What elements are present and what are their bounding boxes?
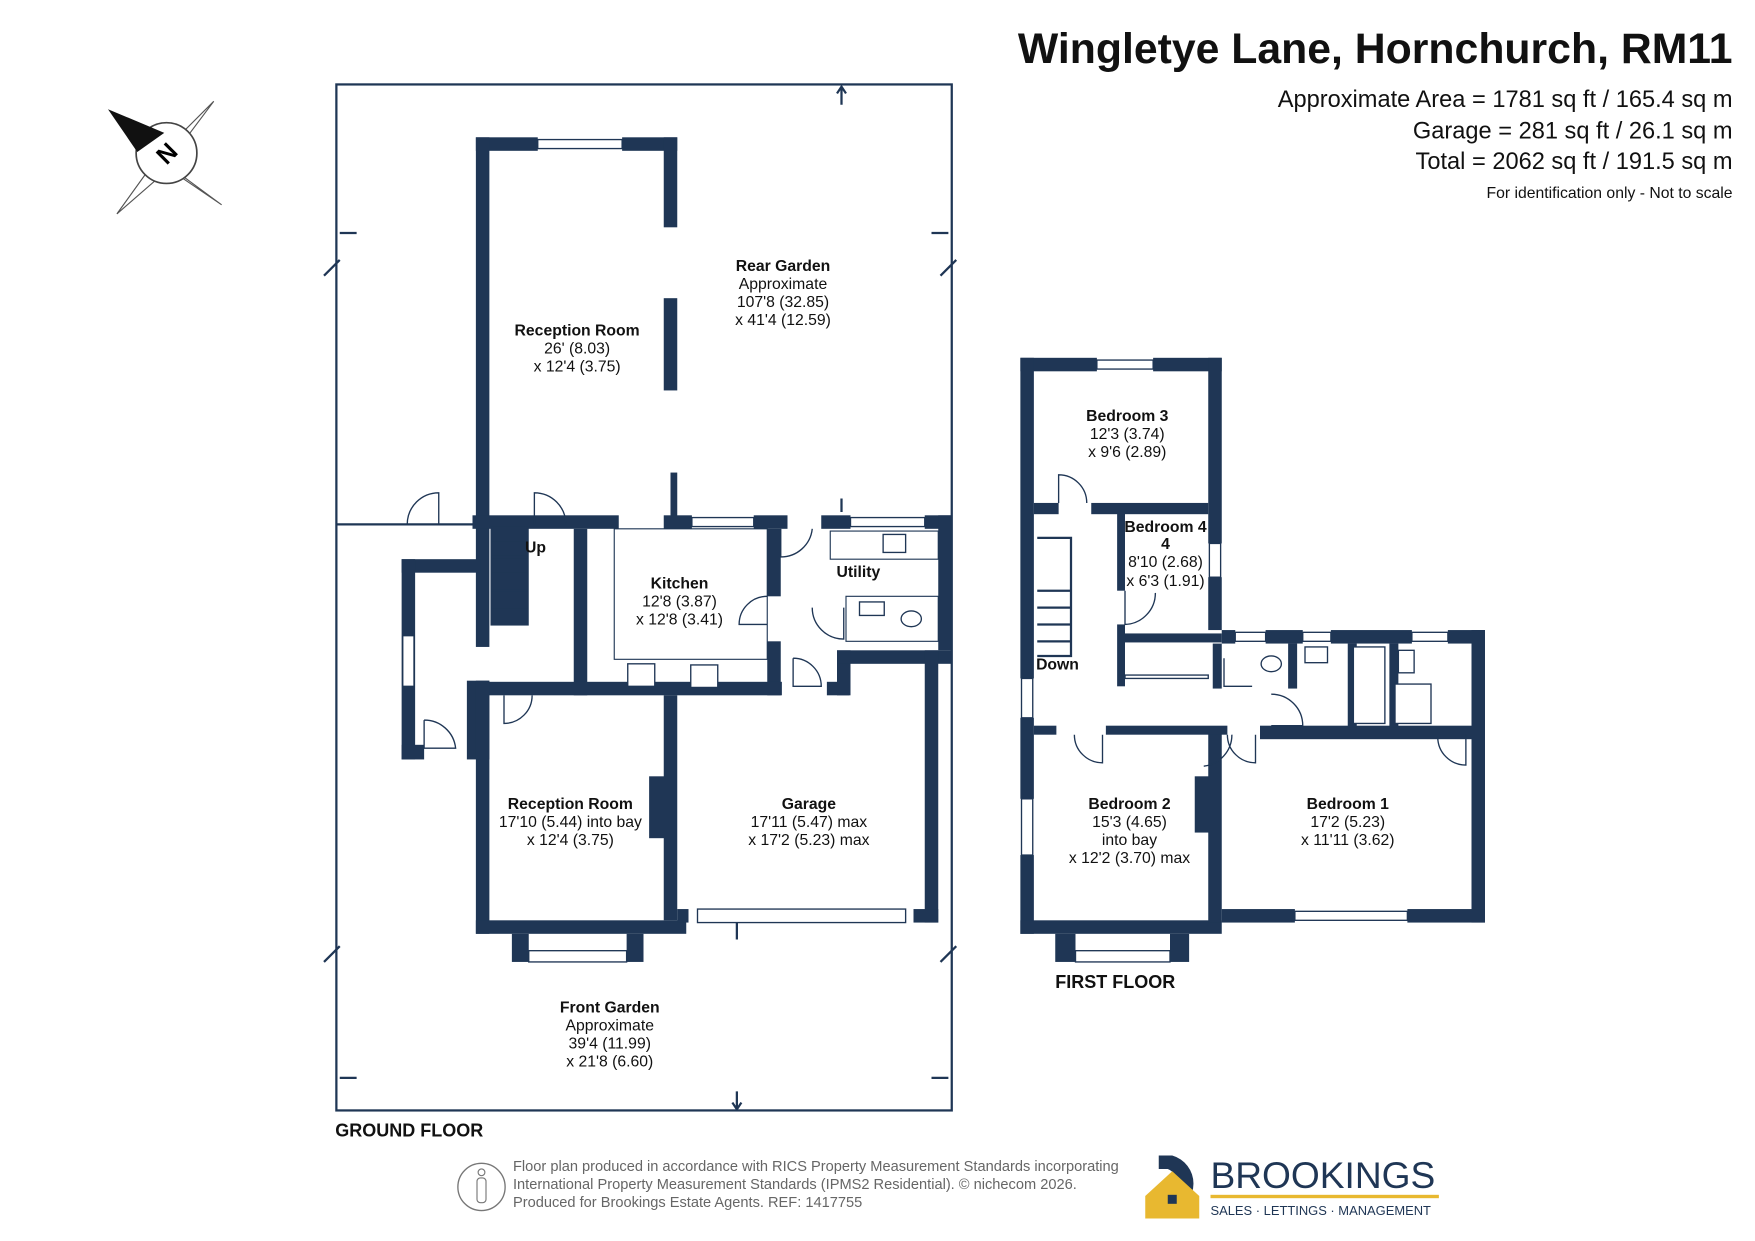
svg-text:Approximate: Approximate	[739, 276, 828, 293]
footer-line: International Property Measurement Stand…	[513, 1177, 1077, 1193]
svg-text:Bedroom 4: Bedroom 4	[1124, 519, 1207, 536]
door-swings-first	[1057, 474, 1467, 767]
basin-icon	[1397, 649, 1415, 674]
room-label-bedroom-3: Bedroom 3 12'3 (3.74) x 9'6 (2.89)	[1086, 408, 1169, 461]
svg-text:39'4 (11.99): 39'4 (11.99)	[569, 1036, 651, 1053]
svg-text:Bedroom 1: Bedroom 1	[1307, 796, 1390, 813]
stairs-icon	[491, 538, 528, 609]
person-scale-icon	[457, 1162, 506, 1212]
svg-text:Garage: Garage	[782, 796, 837, 813]
svg-text:x 41'4 (12.59): x 41'4 (12.59)	[735, 312, 831, 329]
ground-floor-walls	[401, 137, 952, 963]
svg-text:x 17'2 (5.23) max: x 17'2 (5.23) max	[748, 832, 869, 849]
footer-line: Floor plan produced in accordance with R…	[513, 1159, 1119, 1175]
svg-text:x 21'8 (6.60): x 21'8 (6.60)	[566, 1054, 653, 1071]
svg-text:Bedroom 2: Bedroom 2	[1088, 796, 1171, 813]
toilet-icon	[1260, 655, 1283, 673]
stairs-icon	[1037, 536, 1073, 658]
hob-icon	[627, 663, 656, 687]
area-line: Approximate Area = 1781 sq ft / 165.4 sq…	[1278, 87, 1733, 113]
room-label-rear-garden: Rear Garden Approximate 107'8 (32.85) x …	[735, 258, 831, 329]
room-label-bedroom-2: Bedroom 2 15'3 (4.65) into bay x 12'2 (3…	[1069, 796, 1190, 867]
basin-icon	[858, 601, 885, 617]
compass-icon: N	[108, 100, 222, 215]
svg-text:x 11'11 (3.62): x 11'11 (3.62)	[1301, 832, 1394, 849]
bath-icon	[1352, 646, 1386, 725]
area-line: Garage = 281 sq ft / 26.1 sq m	[1413, 118, 1733, 144]
toilet-icon	[900, 610, 923, 628]
svg-text:Front Garden: Front Garden	[560, 1000, 660, 1017]
svg-text:4: 4	[1161, 536, 1170, 553]
shower-icon	[1394, 683, 1432, 725]
room-label-utility: Utility	[836, 564, 880, 581]
room-label-bedroom-4: Bedroom 4 4 8'10 (2.68) x 6'3 (1.91)	[1124, 519, 1207, 590]
first-floor-fixtures	[1037, 536, 1432, 725]
svg-text:x 9'6 (2.89): x 9'6 (2.89)	[1088, 444, 1166, 461]
room-label-garage: Garage 17'11 (5.47) max x 17'2 (5.23) ma…	[748, 796, 869, 849]
svg-text:15'3 (4.65): 15'3 (4.65)	[1092, 814, 1167, 831]
svg-text:x 12'4 (3.75): x 12'4 (3.75)	[527, 832, 614, 849]
stairs-up-label: Up	[525, 539, 546, 556]
room-label-kitchen: Kitchen 12'8 (3.87) x 12'8 (3.41)	[636, 575, 723, 628]
first-floor-walls	[1020, 357, 1485, 963]
kitchen-fixtures	[491, 528, 939, 689]
ground-floor-label: GROUND FLOOR	[335, 1120, 483, 1140]
svg-text:x 12'8 (3.41): x 12'8 (3.41)	[636, 611, 723, 628]
svg-text:107'8 (32.85): 107'8 (32.85)	[737, 294, 829, 311]
room-label-reception-rear: Reception Room 26' (8.03) x 12'4 (3.75)	[515, 322, 640, 375]
svg-text:17'11 (5.47) max: 17'11 (5.47) max	[751, 814, 868, 831]
disclaimer: For identification only - Not to scale	[1487, 185, 1733, 202]
room-label-bedroom-1: Bedroom 1 17'2 (5.23) x 11'11 (3.62)	[1301, 796, 1394, 849]
svg-text:into bay: into bay	[1102, 832, 1157, 849]
area-line: Total = 2062 sq ft / 191.5 sq m	[1416, 149, 1733, 175]
svg-text:Rear Garden: Rear Garden	[736, 258, 831, 275]
svg-text:26' (8.03): 26' (8.03)	[544, 340, 610, 357]
first-floor-label: FIRST FLOOR	[1055, 972, 1175, 992]
property-title: Wingletye Lane, Hornchurch, RM11	[1018, 25, 1733, 73]
svg-text:Reception Room: Reception Room	[515, 322, 640, 339]
svg-text:x 6'3 (1.91): x 6'3 (1.91)	[1126, 573, 1204, 590]
room-label-front-garden: Front Garden Approximate 39'4 (11.99) x …	[560, 1000, 660, 1071]
svg-text:Reception Room: Reception Room	[508, 796, 633, 813]
svg-text:Bedroom 3: Bedroom 3	[1086, 408, 1169, 425]
sink-icon	[690, 664, 719, 689]
svg-text:Approximate: Approximate	[566, 1018, 655, 1035]
svg-text:12'3 (3.74): 12'3 (3.74)	[1090, 426, 1165, 443]
stairs-down-label: Down	[1036, 656, 1079, 673]
svg-text:x 12'4 (3.75): x 12'4 (3.75)	[534, 358, 621, 375]
svg-text:8'10 (2.68): 8'10 (2.68)	[1128, 554, 1203, 571]
door-swings	[406, 492, 845, 749]
svg-text:12'8 (3.87): 12'8 (3.87)	[642, 593, 717, 610]
utility-sink-icon	[882, 533, 907, 554]
brookings-logo: BROOKINGS SALES · LETTINGS · MANAGEMENT	[1145, 1154, 1439, 1219]
svg-text:Kitchen: Kitchen	[651, 575, 709, 592]
svg-text:17'10 (5.44) into bay: 17'10 (5.44) into bay	[499, 814, 642, 831]
wardrobe	[1124, 674, 1209, 680]
svg-text:SALES · LETTINGS · MANAGEMENT: SALES · LETTINGS · MANAGEMENT	[1211, 1203, 1432, 1218]
svg-text:BROOKINGS: BROOKINGS	[1211, 1154, 1436, 1196]
footer-line: Produced for Brookings Estate Agents. RE…	[513, 1195, 862, 1211]
room-label-reception-front: Reception Room 17'10 (5.44) into bay x 1…	[499, 796, 642, 849]
svg-text:x 12'2 (3.70) max: x 12'2 (3.70) max	[1069, 850, 1190, 867]
basin-icon	[1304, 646, 1329, 664]
garden-arrows	[323, 84, 958, 1112]
svg-text:17'2 (5.23): 17'2 (5.23)	[1310, 814, 1385, 831]
